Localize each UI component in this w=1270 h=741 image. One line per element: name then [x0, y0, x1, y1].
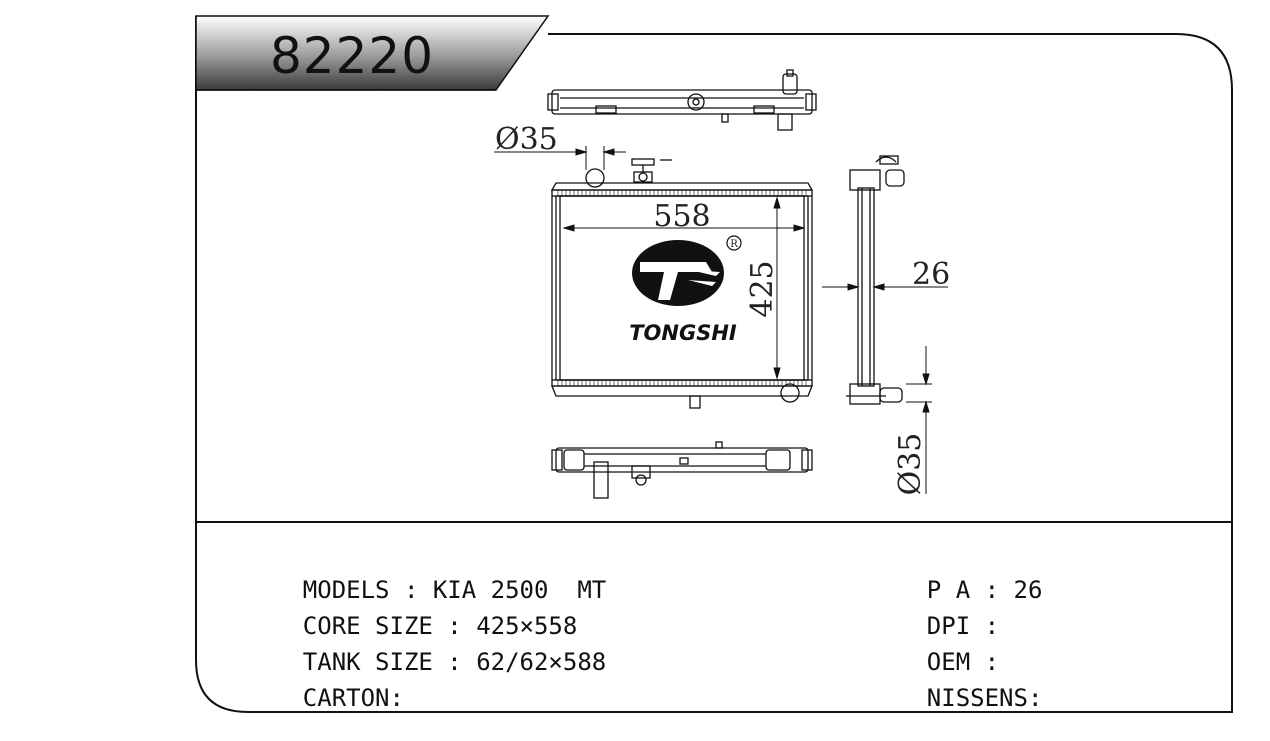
side-dimension-lines	[822, 283, 948, 494]
spec-nissens: NISSENS:	[869, 656, 1043, 740]
core-height-label: 425	[745, 260, 780, 317]
core-fins	[557, 190, 807, 386]
sheet-frame	[195, 16, 1233, 713]
top-tank-view	[547, 69, 817, 131]
inlet-diameter-label: Ø35	[495, 122, 558, 157]
spec-label: NISSENS:	[926, 684, 1043, 712]
spec-tank-size: TANK SIZE : 62/62×588	[245, 620, 606, 704]
spec-oem: OEM :	[869, 620, 1014, 704]
spec-core-size: CORE SIZE : 425×558	[245, 584, 578, 668]
registered-mark: R	[730, 239, 738, 250]
spec-carton: CARTON:	[245, 656, 404, 740]
spec-models: MODELS : KIA 2500 MT	[245, 548, 606, 632]
spec-value: KIA 2500 MT	[432, 576, 607, 604]
spec-label: OEM :	[926, 648, 1014, 676]
spec-label: TANK SIZE :	[302, 648, 477, 676]
spec-label: DPI :	[926, 612, 1014, 640]
spec-pa: P A : 26	[869, 548, 1043, 632]
spec-label: CARTON:	[302, 684, 404, 712]
spec-label: MODELS :	[302, 576, 433, 604]
spec-label: P A :	[926, 576, 1014, 604]
bottom-tank-view	[551, 441, 813, 499]
spec-value: 26	[1013, 576, 1043, 604]
logo-wordmark: TONGSHI	[629, 321, 737, 345]
core-thickness-label: 26	[912, 257, 950, 292]
outlet-diameter-label: Ø35	[893, 433, 928, 496]
core-width-label: 558	[653, 199, 710, 234]
spec-value: 62/62×588	[476, 648, 607, 676]
front-dimension-lines	[494, 146, 806, 380]
part-number: 82220	[270, 27, 435, 85]
spec-value: 425×558	[476, 612, 578, 640]
radiator-side-view	[846, 155, 905, 405]
spec-dpi: DPI :	[869, 584, 1014, 668]
spec-label: CORE SIZE :	[302, 612, 477, 640]
tongshi-logo: R TONGSHI	[629, 235, 742, 345]
